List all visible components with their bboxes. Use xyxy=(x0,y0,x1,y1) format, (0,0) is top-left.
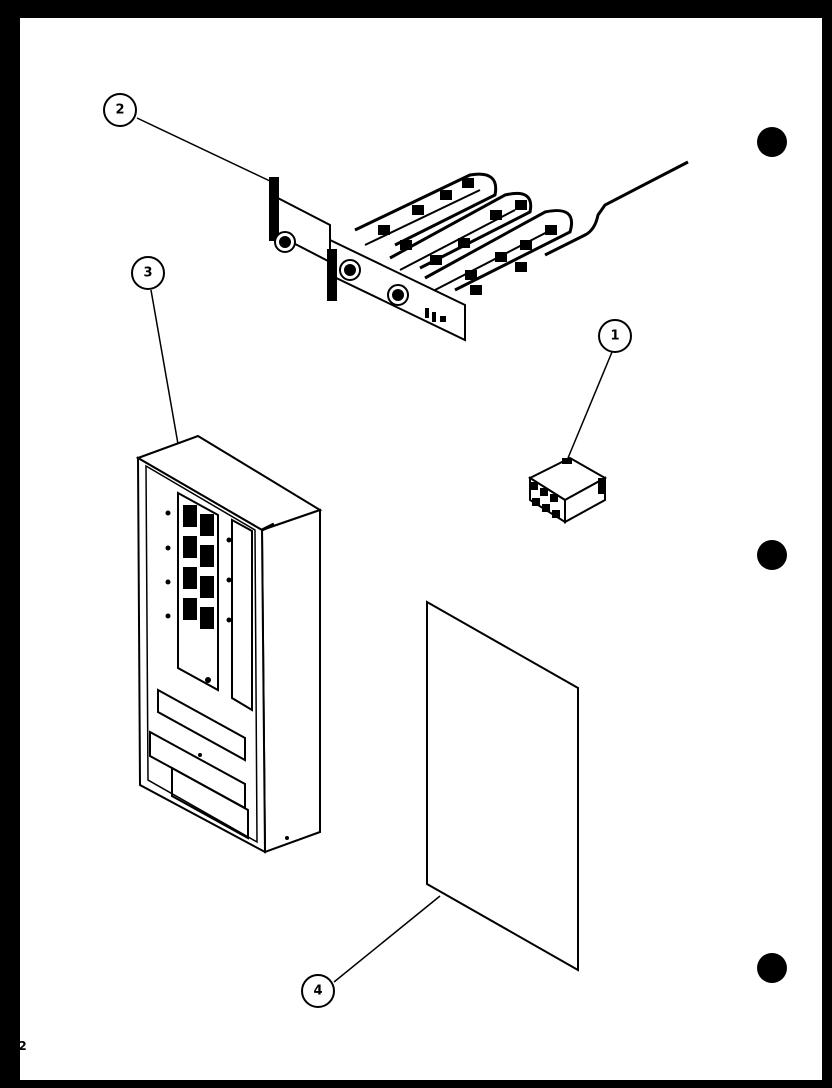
relay-component xyxy=(527,456,608,524)
page-number: 32 xyxy=(10,1039,27,1053)
binder-hole-bottom xyxy=(757,953,787,983)
leader-line-4 xyxy=(333,895,441,983)
heater-element-assembly xyxy=(269,160,689,342)
wiring-label-sheet xyxy=(426,600,579,972)
leader-line-1 xyxy=(567,351,613,459)
leader-line-3 xyxy=(150,289,179,445)
callout-circle-3 xyxy=(131,256,165,290)
callout-label-3: 3 xyxy=(143,266,152,281)
binder-hole-middle xyxy=(757,540,787,570)
callout-2: 2 xyxy=(103,93,137,127)
callout-label-2: 2 xyxy=(115,103,124,118)
control-box-assembly xyxy=(135,434,323,854)
callout-label-1: 1 xyxy=(610,329,619,344)
callout-3: 3 xyxy=(131,256,165,290)
leader-lines xyxy=(136,117,613,983)
callout-circle-4 xyxy=(301,974,335,1008)
callout-circle-2 xyxy=(103,93,137,127)
binder-hole-top xyxy=(757,127,787,157)
leader-line-2 xyxy=(136,117,273,183)
callout-label-4: 4 xyxy=(313,984,322,999)
callout-1: 1 xyxy=(598,319,632,353)
callout-circle-1 xyxy=(598,319,632,353)
callout-4: 4 xyxy=(301,974,335,1008)
